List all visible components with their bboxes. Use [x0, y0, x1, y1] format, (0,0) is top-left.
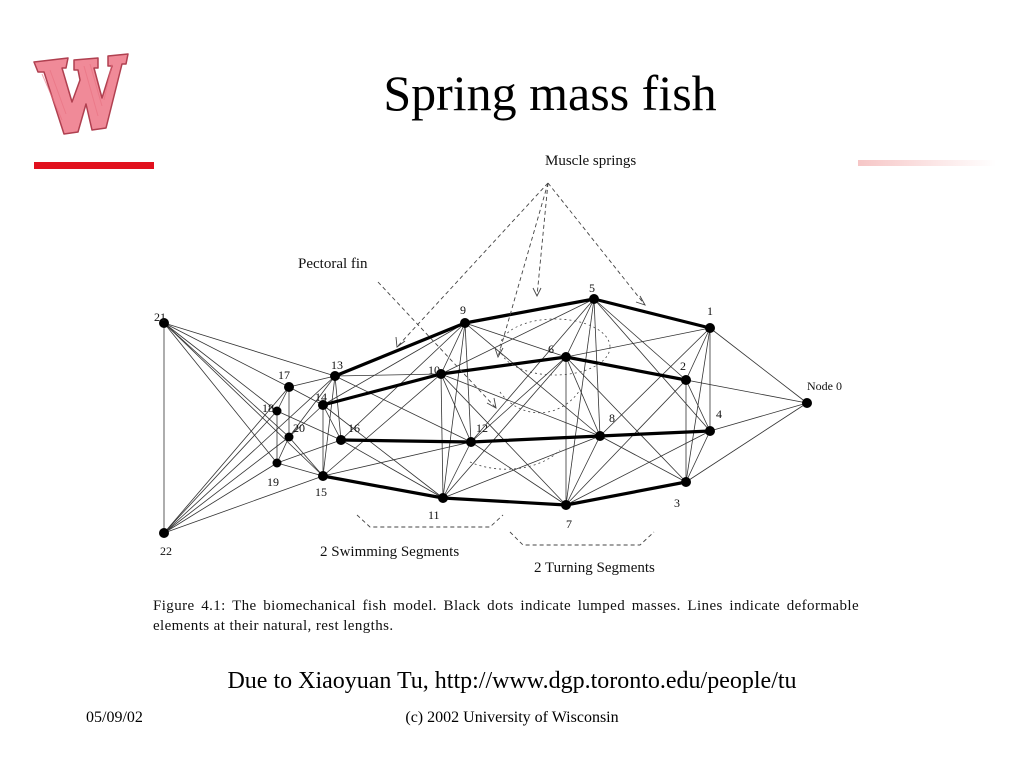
node-label-8: 8: [609, 411, 615, 425]
thin-springs: [163, 298, 808, 534]
node-label-14: 14: [315, 390, 327, 404]
node-label-22: 22: [160, 544, 172, 558]
node-label-11: 11: [428, 508, 440, 522]
footer-copyright: (c) 2002 University of Wisconsin: [405, 709, 619, 726]
arrowheads: [395, 287, 646, 409]
node-label-5: 5: [589, 281, 595, 295]
node-label-1: 1: [707, 304, 713, 318]
slide-title: Spring mass fish: [383, 65, 717, 121]
node-label-0: Node 0: [807, 379, 842, 393]
callout-muscle-springs: Muscle springs: [545, 153, 636, 169]
node-label-18: 18: [262, 401, 274, 415]
university-w-logo: [33, 53, 129, 135]
node-label-16: 16: [348, 421, 360, 435]
node-label-12: 12: [476, 421, 488, 435]
node-label-7: 7: [566, 517, 572, 531]
lumped-masses: [159, 294, 812, 538]
node-label-9: 9: [460, 303, 466, 317]
credit-line: Due to Xiaoyuan Tu, http://www.dgp.toron…: [227, 668, 797, 694]
figure-caption: Figure 4.1: The biomechanical fish model…: [153, 598, 859, 634]
thick-muscle-springs: [322, 297, 711, 507]
node-label-20: 20: [293, 421, 305, 435]
node-label-15: 15: [315, 485, 327, 499]
node-label-3: 3: [674, 496, 680, 510]
callout-pectoral-fin: Pectoral fin: [298, 256, 368, 272]
node-label-19: 19: [267, 475, 279, 489]
node-label-21: 21: [154, 310, 166, 324]
node-label-13: 13: [331, 358, 343, 372]
footer-date: 05/09/02: [86, 709, 143, 726]
node-label-6: 6: [548, 342, 554, 356]
node-label-2: 2: [680, 359, 686, 373]
callout-swimming-segments: 2 Swimming Segments: [320, 544, 459, 560]
callout-turning-segments: 2 Turning Segments: [534, 560, 655, 576]
node-labels: Node 0 1 2 3 4 5 6 7 8 9 10 11 12 13 14 …: [154, 281, 842, 558]
node-label-17: 17: [278, 368, 290, 382]
title-rule-right: [858, 160, 996, 166]
title-rule-left: [34, 162, 154, 169]
callout-arrows: [356, 182, 655, 546]
dotted-indicators: [469, 318, 611, 470]
node-label-4: 4: [716, 407, 722, 421]
node-label-10: 10: [428, 363, 440, 377]
